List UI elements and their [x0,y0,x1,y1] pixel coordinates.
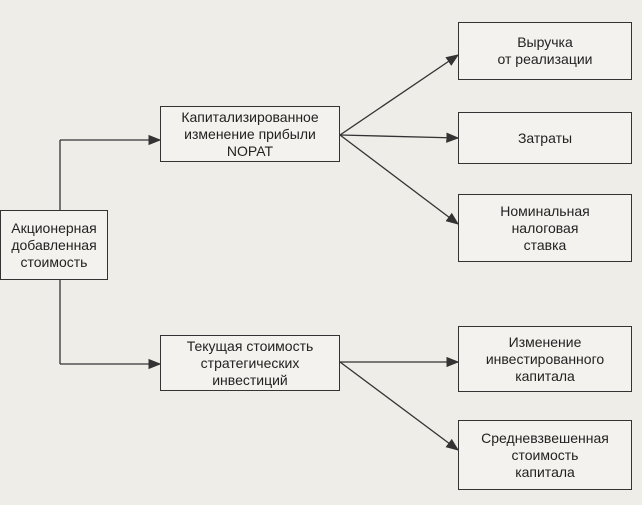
leaf-line: Номинальная [500,202,590,219]
leaf-line: инвестированного [485,350,605,367]
root-line: добавленная [11,236,97,253]
profit-line: Капитализированное [181,108,319,125]
revenue-box: Выручка от реализации [458,22,632,80]
leaf-line: Затраты [517,129,573,146]
arrow-to-tax [339,134,460,225]
capital-change-box: Изменение инвестированного капитала [458,326,632,392]
leaf-line: капитала [515,367,575,384]
profit-line: изменение прибыли [184,125,316,142]
wacc-box: Средневзвешенная стоимость капитала [458,420,632,490]
leaf-line: Выручка [517,34,573,50]
invest-box: Текущая стоимость стратегических инвести… [160,335,340,391]
root-box: Акционерная добавленная стоимость [0,210,108,280]
leaf-line: ставка [523,236,567,253]
leaf-line: Средневзвешенная [481,429,609,446]
profit-box: Капитализированное изменение прибыли NOP… [160,106,340,162]
tax-rate-box: Номинальная налоговая ставка [458,194,632,262]
root-line: стоимость [20,253,88,270]
leaf-line: капитала [515,463,575,480]
leaf-line: Изменение [508,333,582,350]
invest-line: стратегических [200,354,300,371]
leaf-line: налоговая [511,219,579,236]
costs-box: Затраты [458,112,632,164]
root-line: Акционерная [11,219,97,236]
invest-line: Текущая стоимость [186,337,314,354]
leaf-line: стоимость [511,446,579,463]
arrow-to-revenue [339,54,460,136]
profit-line: NOPAT [226,142,274,159]
invest-line: инвестиций [212,371,288,388]
arrow-to-wacc [339,361,460,451]
leaf-line: от реализации [497,51,593,67]
arrow-to-costs [339,132,460,143]
